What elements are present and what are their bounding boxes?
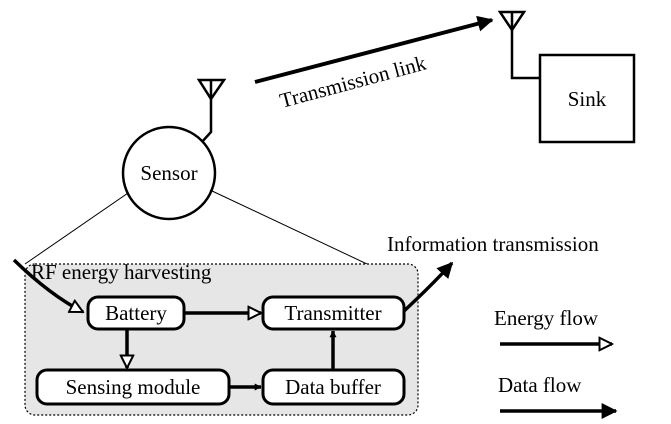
rf-energy-harvesting-label: RF energy harvesting: [31, 260, 212, 284]
sink-antenna-icon: [497, 10, 540, 80]
legend-energy-flow-label: Energy flow: [494, 306, 599, 330]
sensor-node: [121, 125, 217, 221]
legend-data-flow-label: Data flow: [498, 373, 582, 397]
information-transmission-arrow: [402, 261, 454, 313]
sink-label: Sink: [568, 87, 607, 111]
sensing-module-label: Sensing module: [66, 375, 201, 399]
transmission-link-label: Transmission link: [277, 51, 429, 113]
information-transmission-label: Information transmission: [387, 232, 599, 256]
transmission-link-arrow: [254, 15, 494, 84]
transmitter-block: [261, 295, 406, 331]
sensor-label: Sensor: [140, 161, 197, 185]
sink-node: [538, 53, 636, 144]
transmitter-label: Transmitter: [284, 301, 381, 325]
data-buffer-label: Data buffer: [285, 375, 381, 399]
zoom-line-left: [24, 192, 129, 265]
rf-harvesting-arrow: [12, 258, 83, 314]
sensor-antenna-icon: [196, 78, 227, 144]
legend: Energy flow Data flow: [494, 306, 618, 419]
battery-label: Battery: [105, 301, 167, 325]
